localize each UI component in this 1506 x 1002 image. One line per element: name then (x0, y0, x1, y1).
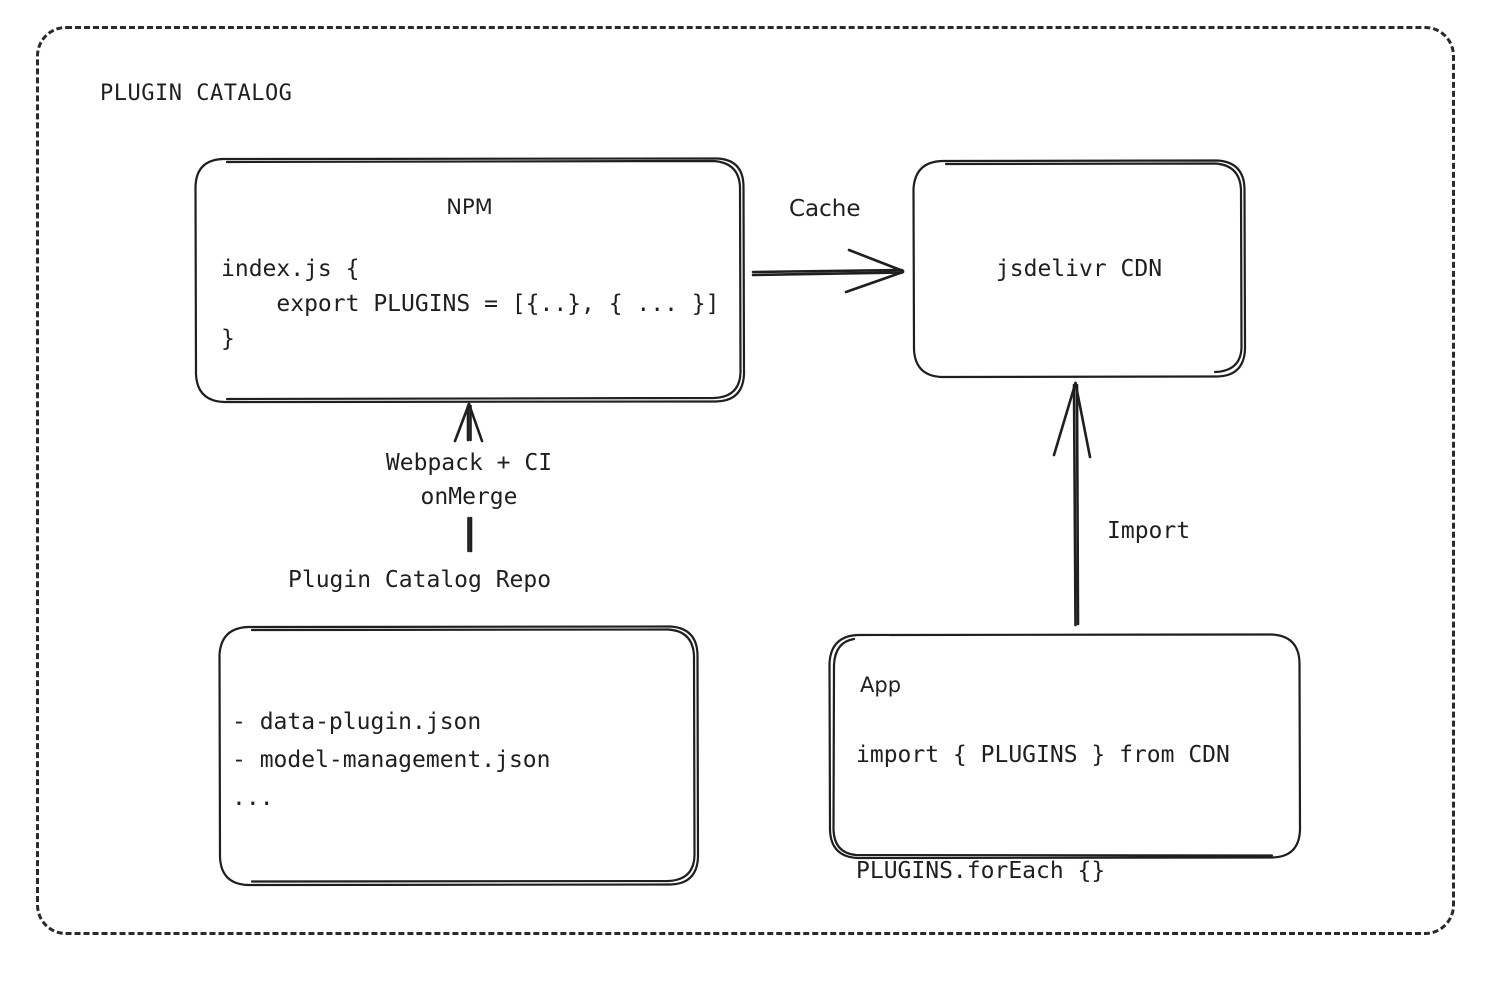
edge-label-import: Import (1107, 518, 1191, 544)
node-jsdelivr-cdn[interactable]: jsdelivr CDN (912, 159, 1247, 379)
node-app-code: import { PLUGINS } from CDN PLUGINS.forE… (856, 742, 1230, 884)
node-app-outline (828, 633, 1302, 860)
node-npm-code: index.js { export PLUGINS = [{..}, { ...… (221, 256, 720, 352)
edge-label-cache: Cache (789, 196, 861, 222)
node-npm-heading: NPM (446, 195, 493, 219)
edge-npm-to-cdn (751, 248, 905, 294)
edge-app-to-cdn (1052, 381, 1092, 627)
edge-repo-to-npm (453, 402, 484, 553)
plugin-catalog-frame (36, 26, 1455, 935)
node-jsdelivr-cdn-outline (912, 159, 1247, 379)
node-app-heading: App (860, 673, 902, 697)
node-plugin-catalog-repo-caption: Plugin Catalog Repo (288, 567, 552, 593)
frame-title: PLUGIN CATALOG (100, 81, 293, 106)
node-plugin-catalog-repo-code: - data-plugin.json - model-management.js… (232, 709, 551, 811)
node-plugin-catalog-repo-outline (218, 625, 700, 887)
edge-label-webpack-ci: Webpack + CI onMerge (385, 450, 553, 510)
node-plugin-catalog-repo[interactable]: - data-plugin.json - model-management.js… (218, 625, 700, 887)
node-jsdelivr-cdn-heading: jsdelivr CDN (995, 255, 1163, 282)
node-npm[interactable]: NPM index.js { export PLUGINS = [{..}, {… (194, 157, 746, 404)
node-npm-outline (194, 157, 746, 404)
node-app[interactable]: App import { PLUGINS } from CDN PLUGINS.… (828, 633, 1302, 884)
